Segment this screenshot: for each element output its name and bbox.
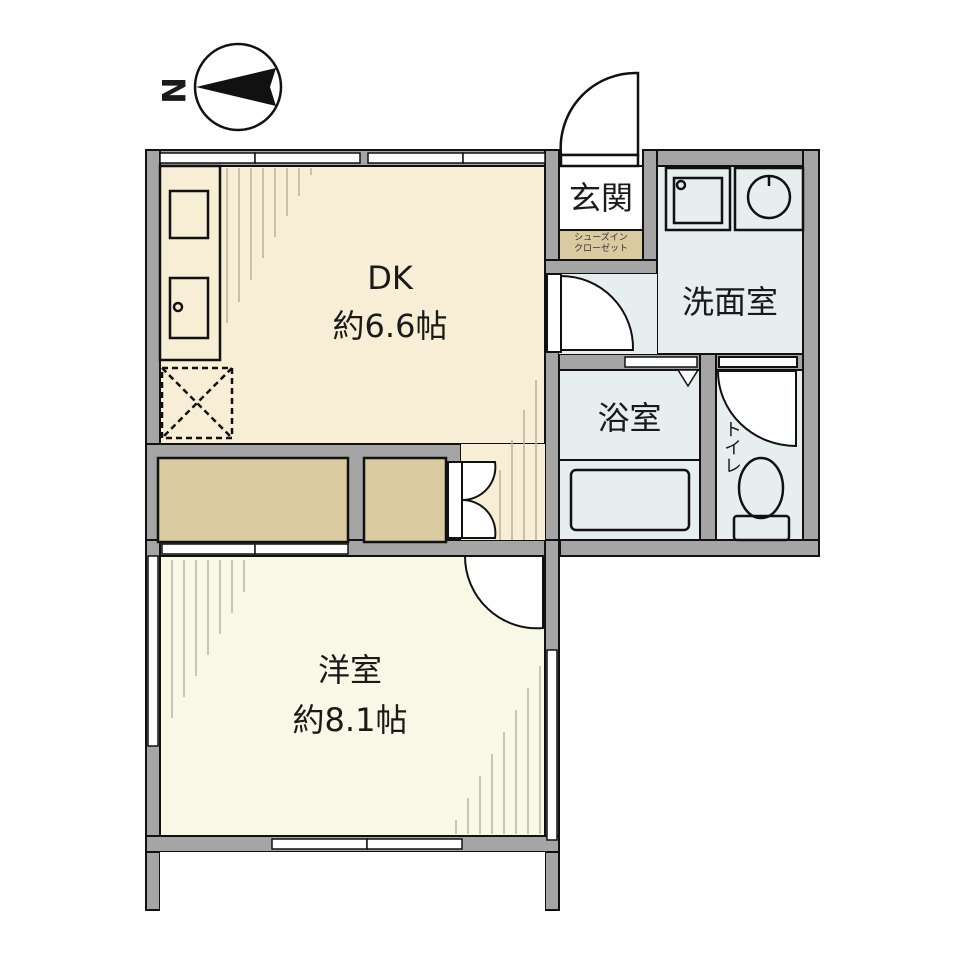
refrigerator-space <box>160 366 234 440</box>
window-western <box>147 555 558 850</box>
balcony <box>160 852 545 912</box>
dk-room-name: DK <box>367 259 413 297</box>
door-bathroom <box>624 356 700 388</box>
shoe-closet <box>558 229 644 261</box>
room-dk <box>159 165 546 445</box>
room-bathroom <box>558 369 701 541</box>
door-washroom <box>546 273 635 353</box>
western-room-area: 約8.1帖 <box>292 701 408 739</box>
bathtub <box>569 468 691 532</box>
toilet-label: トイレ <box>721 420 742 474</box>
dk-room-area: 約6.6帖 <box>332 307 448 345</box>
shoe-closet-label-line2: クローゼット <box>573 243 628 254</box>
toilet-fixture <box>732 456 791 542</box>
shoe-closet-label: シューズイン クローゼット <box>559 233 643 255</box>
western-room-name: 洋室 <box>317 651 382 689</box>
window-dk-top <box>159 152 546 164</box>
washing-machine-space <box>664 166 732 232</box>
closet-doors <box>447 461 497 539</box>
door-toilet <box>716 356 798 448</box>
wash-basin <box>733 166 805 232</box>
room-entrance <box>558 165 644 231</box>
entrance-door <box>559 71 640 168</box>
storage-closets <box>156 456 448 544</box>
washroom-label: 洗面室 <box>681 283 778 321</box>
entrance-label: 玄関 <box>568 179 633 217</box>
bathroom-label: 浴室 <box>597 399 662 437</box>
door-western <box>463 555 544 630</box>
compass-label: N <box>154 77 192 104</box>
kitchen-counter <box>158 164 222 362</box>
shoe-closet-label-line1: シューズイン <box>574 233 628 243</box>
north-arrow-icon <box>193 42 283 132</box>
